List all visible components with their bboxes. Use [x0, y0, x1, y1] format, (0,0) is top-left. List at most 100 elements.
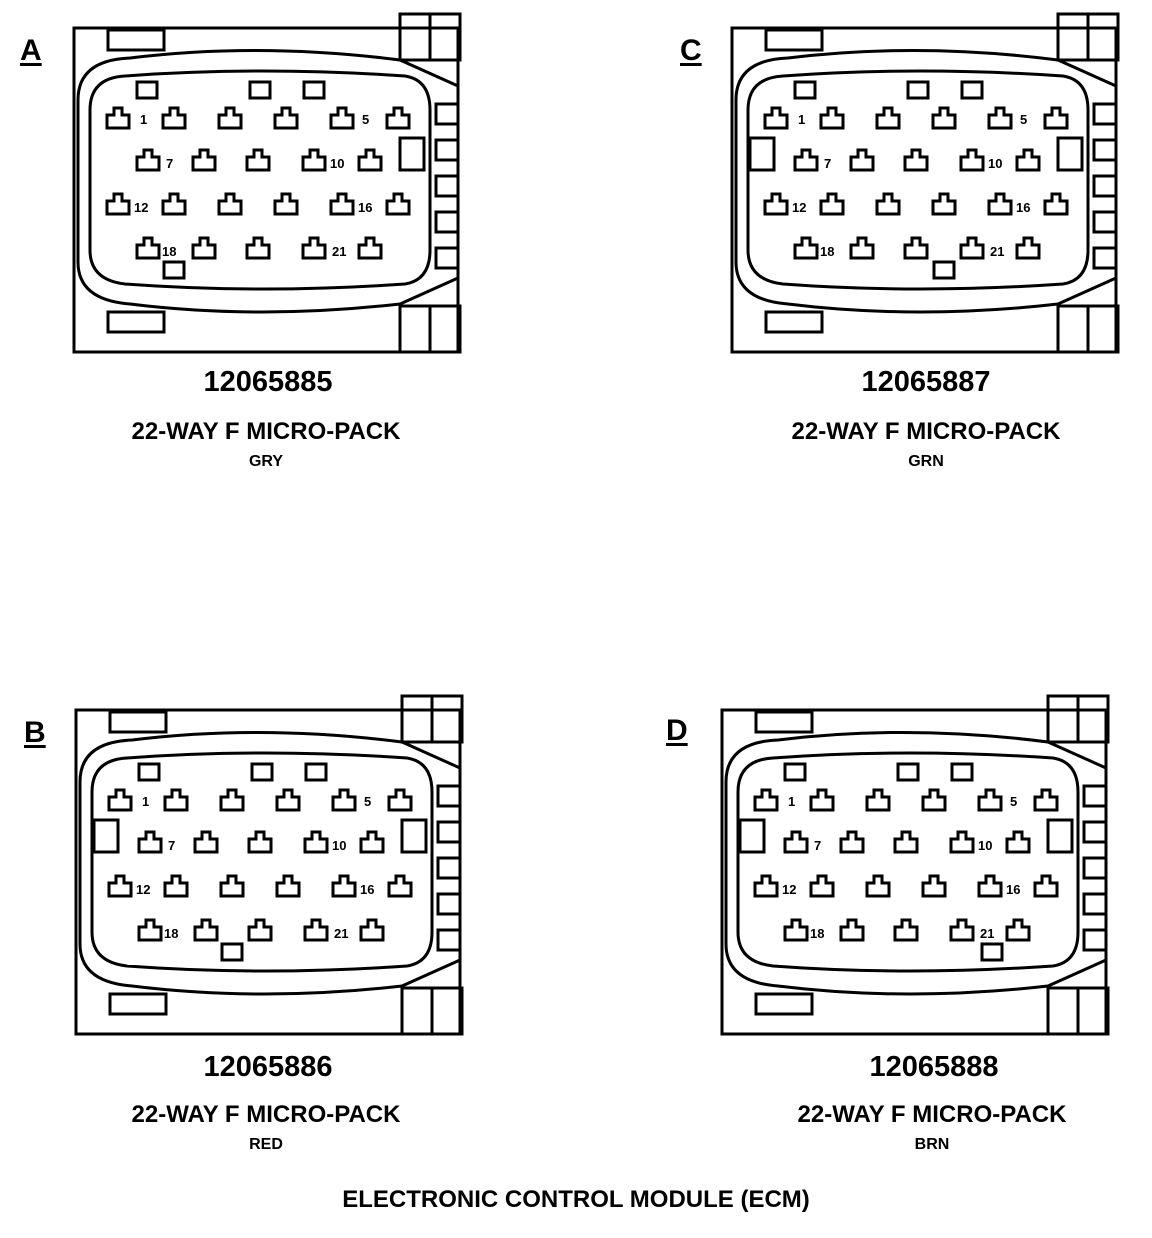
terminal-cavity [301, 236, 327, 260]
pin-number-label: 5 [362, 112, 369, 127]
pin-number-label: 21 [332, 244, 346, 259]
terminal-cavity [839, 918, 865, 942]
latch-slot [108, 710, 168, 734]
terminal-cavity [247, 918, 273, 942]
terminal-cavity [303, 918, 329, 942]
latch-slot [108, 992, 168, 1016]
terminal-cavity [387, 788, 413, 812]
pin-number-label: 10 [988, 156, 1002, 171]
seal-outer [734, 48, 1118, 314]
terminal-cavity [217, 192, 243, 216]
pin-number-label: 10 [330, 156, 344, 171]
terminal-cavity [977, 874, 1003, 898]
terminal-cavity [161, 192, 187, 216]
terminal-cavity [301, 148, 327, 172]
terminal-cavity [329, 192, 355, 216]
pin-number-label: 1 [788, 794, 795, 809]
terminal-cavity [385, 192, 411, 216]
key-notch [248, 80, 272, 100]
key-notch [135, 80, 159, 100]
pin-number-label: 21 [334, 926, 348, 941]
latch-finger [1092, 246, 1118, 270]
latch-slot [106, 28, 166, 52]
side-key [398, 136, 426, 172]
latch-finger [1082, 856, 1108, 880]
terminal-cavity [783, 830, 809, 854]
pin-number-label: 5 [1010, 794, 1017, 809]
terminal-cavity [819, 192, 845, 216]
pin-number-label: 12 [136, 882, 150, 897]
connector-letter: B [24, 716, 46, 749]
latch-finger [1082, 928, 1108, 952]
terminal-cavity [245, 148, 271, 172]
latch-slot [106, 310, 166, 334]
terminal-cavity [987, 106, 1013, 130]
terminal-cavity [819, 106, 845, 130]
latch-finger [1082, 820, 1108, 844]
terminal-cavity [387, 874, 413, 898]
key-notch [137, 762, 161, 782]
key-notch [932, 260, 956, 280]
terminal-cavity [875, 192, 901, 216]
latch-finger [1092, 174, 1118, 198]
seal-inner [736, 751, 1080, 973]
terminal-cavity [959, 148, 985, 172]
terminal-cavity [921, 874, 947, 898]
connector-color: GRY [248, 453, 284, 470]
side-key [748, 136, 776, 172]
latch-slot [754, 710, 814, 734]
side-key [1046, 818, 1074, 854]
latch-finger [436, 784, 462, 808]
terminal-cavity [163, 788, 189, 812]
connector-type: 22-WAY F MICRO-PACK [131, 1101, 401, 1128]
terminal-cavity [987, 192, 1013, 216]
latch-finger [434, 102, 460, 126]
terminal-cavity [793, 236, 819, 260]
latch-finger [436, 820, 462, 844]
terminal-cavity [1005, 830, 1031, 854]
terminal-cavity [1043, 106, 1069, 130]
part-number: 12065886 [203, 1051, 333, 1083]
latch-finger [1092, 210, 1118, 234]
terminal-cavity [247, 830, 273, 854]
connector-color: RED [249, 1136, 283, 1153]
terminal-cavity [809, 874, 835, 898]
terminal-cavity [865, 788, 891, 812]
terminal-cavity [753, 788, 779, 812]
terminal-cavity [893, 830, 919, 854]
key-notch [783, 762, 807, 782]
key-notch [960, 80, 984, 100]
pin-number-label: 18 [164, 926, 178, 941]
pin-number-label: 18 [162, 244, 176, 259]
terminal-cavity [959, 236, 985, 260]
terminal-cavity [135, 148, 161, 172]
terminal-cavity [949, 918, 975, 942]
terminal-cavity [191, 236, 217, 260]
latch-finger [436, 856, 462, 880]
connector-letter: A [20, 34, 42, 67]
latch-slot [754, 992, 814, 1016]
part-number: 12065887 [861, 366, 991, 398]
pin-number-label: 10 [978, 838, 992, 853]
pin-number-label: 7 [166, 156, 173, 171]
terminal-cavity [161, 106, 187, 130]
key-notch [162, 260, 186, 280]
terminal-cavity [1043, 192, 1069, 216]
terminal-cavity [793, 148, 819, 172]
connector-type: 22-WAY F MICRO-PACK [131, 418, 401, 445]
terminal-cavity [107, 874, 133, 898]
terminal-cavity [931, 192, 957, 216]
terminal-cavity [903, 236, 929, 260]
pin-number-label: 21 [980, 926, 994, 941]
terminal-cavity [107, 788, 133, 812]
terminal-cavity [329, 106, 355, 130]
terminal-cavity [105, 192, 131, 216]
terminal-cavity [849, 148, 875, 172]
pin-number-label: 18 [810, 926, 824, 941]
terminal-cavity [921, 788, 947, 812]
key-notch [950, 762, 974, 782]
